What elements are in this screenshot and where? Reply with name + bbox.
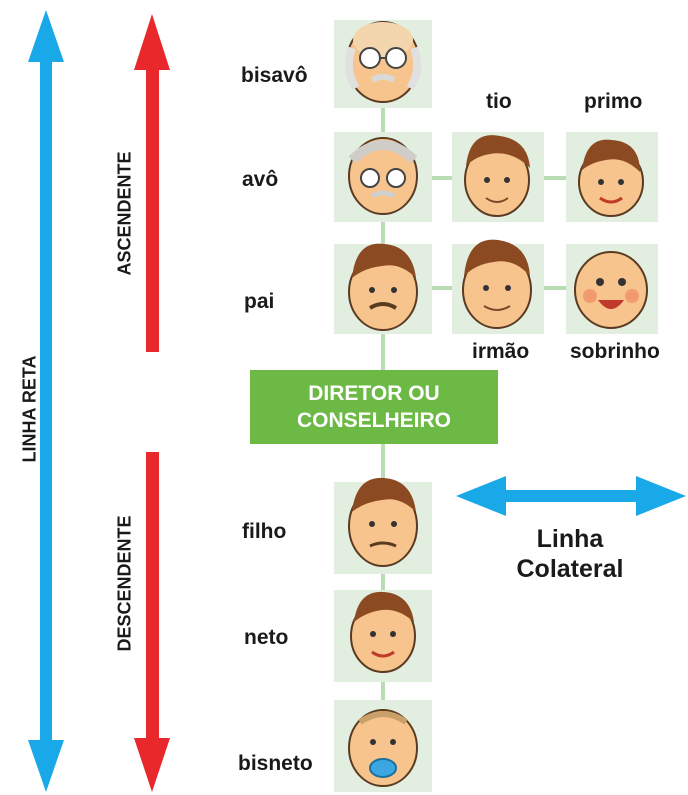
- label-tio: tio: [486, 90, 512, 113]
- linha-colateral-line-1: Linha: [536, 525, 604, 553]
- linha-colateral-arrow: [456, 476, 686, 516]
- label-bisneto: bisneto: [238, 752, 313, 775]
- label-neto: neto: [244, 626, 289, 649]
- ascendente-arrow: [134, 14, 170, 352]
- linha-reta-label: LINHA RETA: [19, 355, 40, 463]
- linha-colateral-label: Linha Colateral: [470, 524, 670, 584]
- avo-face-icon: [348, 137, 418, 215]
- descendente-arrow: [134, 452, 170, 792]
- ascendente-label: ASCENDENTE: [114, 151, 135, 276]
- diretor-conselheiro-box: DIRETOR OU CONSELHEIRO: [250, 370, 498, 444]
- label-primo: primo: [584, 90, 643, 113]
- filho-face-icon: [348, 477, 418, 567]
- sobrinho-face-icon: [574, 251, 648, 329]
- label-irmao: irmão: [472, 340, 530, 363]
- bisavo-face-icon: [344, 21, 422, 103]
- linha-colateral-line-2: Colateral: [516, 555, 624, 583]
- label-pai: pai: [244, 290, 275, 313]
- tio-face-icon: [464, 135, 530, 217]
- descendente-label: DESCENDENTE: [114, 515, 135, 652]
- pai-face-icon: [348, 243, 418, 331]
- linha-reta-arrow: [28, 10, 64, 792]
- center-line-1: DIRETOR OU: [308, 382, 440, 405]
- label-sobrinho: sobrinho: [570, 340, 660, 363]
- label-bisavo: bisavô: [241, 64, 308, 87]
- center-line-2: CONSELHEIRO: [296, 409, 451, 432]
- label-filho: filho: [242, 520, 287, 543]
- neto-face-icon: [350, 591, 416, 673]
- irmao-face-icon: [462, 239, 532, 329]
- bisneto-face-icon: [348, 709, 418, 787]
- primo-face-icon: [578, 139, 644, 217]
- label-avo: avô: [242, 168, 279, 191]
